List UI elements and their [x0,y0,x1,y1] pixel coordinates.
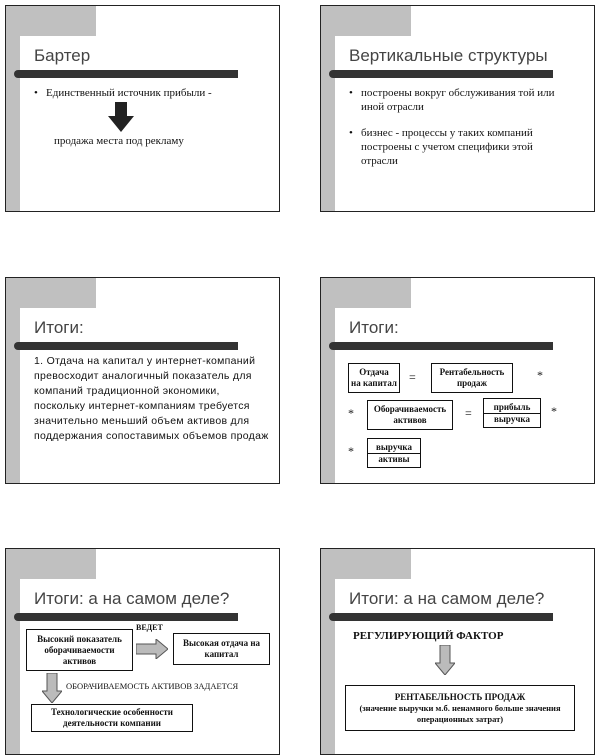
down-arrow-icon [108,102,134,132]
tech-features-box: Технологические особенности деятельности… [31,704,193,732]
slide-title: Итоги: [34,318,84,337]
right-arrow-icon [136,639,168,659]
title-bar [329,613,553,621]
high-roe-box: Высокая отдача на капитал [173,633,270,665]
bullet: бизнес - процессы у таких компаний постр… [361,127,533,167]
slide-title: Итоги: а на самом деле? [349,589,545,608]
turnover-set-label: ОБОРАЧИВАЕМОСТЬ АКТИВОВ ЗАДАЕТСЯ [66,681,239,691]
ros-box: РЕНТАБЕЛЬНОСТЬ ПРОДАЖ(значение выручки м… [345,685,575,731]
bullet: Единственный источник прибыли - [46,87,212,99]
result-text: продажа места под рекламу [54,135,184,147]
title-bar [14,70,238,78]
bullet: построены вокруг обслуживания той или ин… [361,87,555,113]
slide-barter: Бартер • Единственный источник прибыли -… [5,5,280,212]
title-bar [14,613,238,621]
down-arrow-icon [42,673,62,703]
factor-label: РЕГУЛИРУЮЩИЙ ФАКТОР [353,630,504,642]
slide-title: Бартер [34,46,91,65]
title-bar [329,342,553,350]
slide-reality-1: Итоги: а на самом деле? Высокий показате… [5,548,280,755]
slide-summary-1: Итоги: 1. Отдача на капитал у интернет-к… [5,277,280,484]
summary-item: 1. Отдача на капитал у интернет-компаний… [34,355,269,442]
title-bar [14,342,238,350]
slide-title: Итоги: [349,318,399,337]
slide-vertical-structures: Вертикальные структуры • построены вокру… [320,5,595,212]
slide-reality-2: Итоги: а на самом деле? РЕГУЛИРУЮЩИЙ ФАК… [320,548,595,755]
slide-title: Итоги: а на самом деле? [34,589,230,608]
title-bar [329,70,553,78]
leads-label: ВЕДЕТ [136,623,163,632]
slide-title: Вертикальные структуры [349,46,548,65]
down-arrow-icon [435,645,455,675]
high-turnover-box: Высокий показатель оборачиваемости актив… [26,629,133,671]
